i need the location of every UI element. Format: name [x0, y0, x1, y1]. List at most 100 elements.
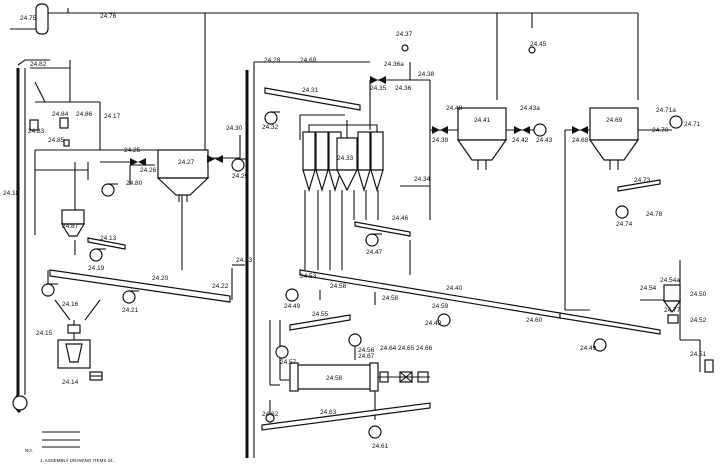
label-2458b: 24.58 [382, 295, 399, 302]
label-2454: 24.54 [640, 285, 657, 292]
fan-2418 [41, 283, 58, 297]
label-2433: 24.33 [337, 155, 354, 162]
fan-2456 [348, 333, 362, 347]
fan-2437 [401, 44, 409, 52]
conveyor-2431 [264, 87, 361, 111]
label-2463: 24.63 [320, 409, 337, 416]
label-2430: 24.30 [226, 125, 243, 132]
cyclone-2469 [588, 107, 640, 170]
piping-lines [12, 8, 701, 458]
label-2484: 24.84 [52, 111, 69, 118]
label-2451: 24.51 [690, 351, 707, 358]
label-2473: 24.73 [634, 177, 651, 184]
label-2449c: 24.49 [580, 345, 597, 352]
label-2448: 24.48 [446, 105, 463, 112]
cyclone-2441 [456, 107, 508, 170]
label-2434: 24.34 [414, 176, 431, 183]
label-2414: 24.14 [62, 379, 79, 386]
label-2446: 24.46 [392, 215, 409, 222]
label-2468: 24.68 [572, 137, 589, 144]
conveyors [49, 87, 661, 431]
rotary-dryer-2458 [289, 362, 430, 392]
label-2435: 24.35 [370, 85, 387, 92]
legend: NO. 1. ASSEMBLY DRAWING ITEMS 24.. [25, 431, 115, 463]
label-2477: 24.77 [664, 307, 681, 314]
label-2421: 24.21 [122, 307, 139, 314]
labels: 24.75 24.76 24.82 24.83 24.84 24.85 24.8… [3, 13, 707, 450]
label-2436a: 24.36a [384, 61, 404, 68]
fans [41, 44, 683, 439]
label-2445: 24.45 [530, 41, 547, 48]
label-2449b: 24.49 [425, 320, 442, 327]
fan-2421 [122, 290, 139, 304]
label-2437: 24.37 [396, 31, 413, 38]
label-2483: 24.83 [28, 128, 45, 135]
label-2429: 24.29 [232, 173, 249, 180]
fan-2432 [264, 111, 280, 125]
label-2417: 24.17 [104, 113, 121, 120]
conveyor-2419 [87, 237, 126, 250]
fan-2449b [437, 313, 451, 327]
label-2455: 24.55 [312, 311, 329, 318]
label-2482: 24.82 [30, 61, 47, 68]
fan-2474 [615, 205, 629, 219]
label-2426: 24.26 [140, 167, 157, 174]
label-2485: 24.85 [48, 137, 65, 144]
label-2422: 24.22 [212, 283, 229, 290]
fan-2419 [89, 248, 106, 262]
label-2467: 24.67 [358, 353, 375, 360]
label-2442: 24.42 [512, 137, 529, 144]
label-2466: 24.66 [416, 345, 433, 352]
legend-no: NO. [25, 448, 33, 453]
label-2457: 24.57 [280, 359, 297, 366]
label-2465: 24.65 [398, 345, 415, 352]
label-2453: 24.53 [300, 273, 317, 280]
label-2450: 24.50 [690, 291, 707, 298]
label-2431: 24.31 [302, 87, 319, 94]
label-2454a: 24.54a [660, 277, 680, 284]
tank-2475 [10, 3, 49, 35]
label-2443: 24.43 [536, 137, 553, 144]
fan-2449c [593, 338, 607, 352]
cyclone-2427 [156, 149, 210, 202]
separator-2450 [662, 284, 714, 373]
label-2427: 24.27 [178, 159, 195, 166]
label-2428: 24.28 [264, 57, 281, 64]
label-2436: 24.36 [395, 85, 412, 92]
label-2469: 24.69 [606, 117, 623, 124]
mill-2414 [57, 320, 103, 381]
filter-bank-2433 [302, 120, 384, 193]
label-2478: 24.78 [646, 211, 663, 218]
conveyor-2463 [261, 402, 431, 431]
small-equipment [29, 117, 86, 237]
label-2416: 24.16 [62, 301, 79, 308]
label-2462: 24.62 [262, 411, 279, 418]
label-2419: 24.19 [88, 265, 105, 272]
label-2449a: 24.49 [284, 303, 301, 310]
label-2480: 24.80 [126, 180, 143, 187]
fan-2489 [101, 183, 118, 197]
label-2460: 24.60 [526, 317, 543, 324]
label-2486: 24.86 [76, 111, 93, 118]
fan-2449a [285, 288, 299, 302]
label-2475: 24.75 [20, 15, 37, 22]
label-2487: 24.87 [62, 223, 79, 230]
fan-2429 [231, 158, 248, 172]
label-2459: 24.59 [432, 303, 449, 310]
label-2415: 24.15 [36, 330, 53, 337]
conveyor-2473 [617, 179, 661, 192]
fan-2462 [265, 413, 275, 423]
fan-2461 [368, 425, 382, 439]
label-2418: 24.18 [3, 190, 20, 197]
label-2456: 24.56 [358, 347, 375, 354]
label-2420: 24.20 [152, 275, 169, 282]
conveyor-2440 [299, 269, 561, 319]
label-2432: 24.32 [262, 124, 279, 131]
label-2476: 24.76 [100, 13, 117, 20]
label-2458c: 24.58 [326, 375, 343, 382]
label-2452: 24.52 [690, 317, 707, 324]
label-2413: 24.13 [100, 235, 117, 242]
conveyor-2455 [289, 314, 351, 331]
label-2458a: 24.58 [330, 283, 347, 290]
